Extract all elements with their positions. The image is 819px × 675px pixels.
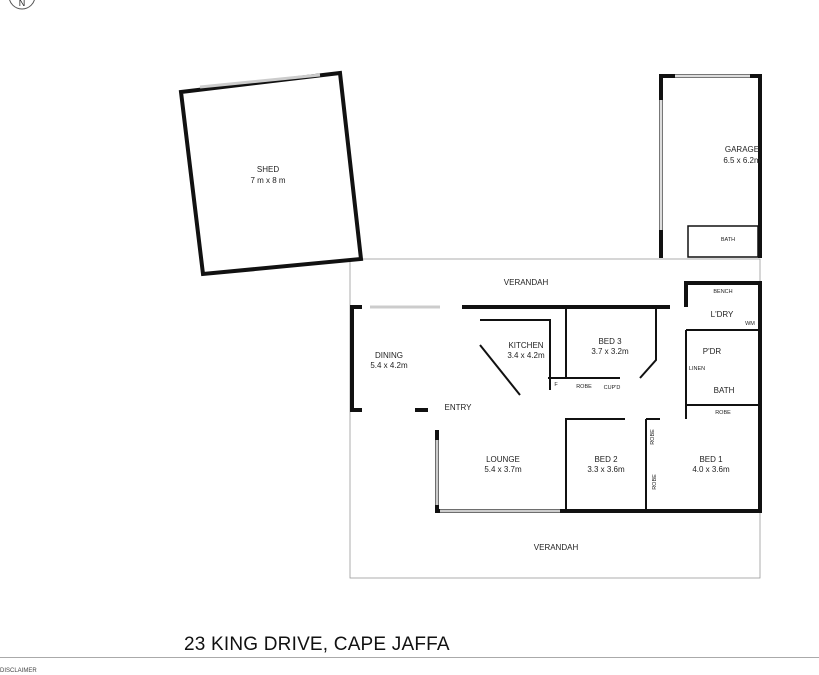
laundry-label: L'DRY: [711, 310, 734, 319]
dining-label: DINING: [375, 351, 403, 360]
bench-label: BENCH: [713, 289, 732, 295]
compass-label: N: [19, 0, 26, 8]
property-address: 23 KING DRIVE, CAPE JAFFA: [184, 634, 450, 655]
bed1-robe-label: ROBE: [715, 410, 731, 416]
bed2-size: 3.3 x 3.6m: [587, 465, 625, 474]
verandah-bottom-label: VERANDAH: [534, 543, 579, 552]
washing-machine-label: WM: [745, 321, 755, 327]
disclaimer-label: DISCLAIMER: [0, 668, 37, 674]
powder-room-label: P'DR: [703, 347, 722, 356]
verandah-top-label: VERANDAH: [504, 278, 549, 287]
bed2-robe-b-label: ROBE: [652, 474, 658, 490]
garage-label: GARAGE: [725, 145, 759, 154]
compass-icon: N: [9, 0, 35, 10]
bed3-size: 3.7 x 3.2m: [591, 347, 629, 356]
lounge-size: 5.4 x 3.7m: [484, 465, 522, 474]
house-walls: [350, 281, 762, 513]
bed2-robe-a-label: ROBE: [650, 429, 656, 445]
bed1-label: BED 1: [699, 455, 723, 464]
fridge-label: F: [554, 382, 558, 388]
kitchen-label: KITCHEN: [508, 341, 543, 350]
garage-bath-label: BATH: [721, 237, 735, 243]
bath-label: BATH: [714, 386, 735, 395]
garage-walls: [659, 74, 762, 258]
lounge-label: LOUNGE: [486, 455, 520, 464]
cupboard-label: CUP'D: [604, 385, 621, 391]
bed2-label: BED 2: [594, 455, 618, 464]
bed3-label: BED 3: [598, 337, 622, 346]
kitchen-size: 3.4 x 4.2m: [507, 351, 545, 360]
dining-size: 5.4 x 4.2m: [370, 361, 408, 370]
linen-label: LINEN: [689, 366, 705, 372]
entry-label: ENTRY: [445, 403, 473, 412]
garage-size: 6.5 x 6.2m: [723, 156, 761, 165]
bed1-size: 4.0 x 3.6m: [692, 465, 730, 474]
bed3-robe-label: ROBE: [576, 384, 592, 390]
shed-label: SHED: [257, 165, 279, 174]
shed-size: 7 m x 8 m: [250, 176, 285, 185]
divider: [0, 657, 819, 658]
